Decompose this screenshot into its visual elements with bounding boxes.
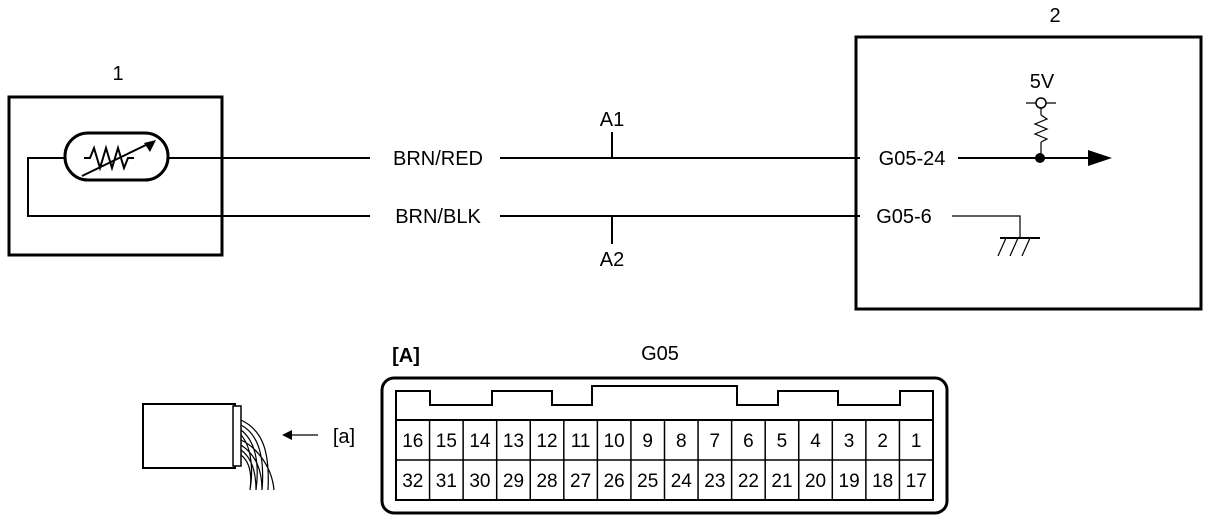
pin-number: 25 xyxy=(637,471,658,492)
pin-number: 10 xyxy=(604,431,625,452)
pin-number: 30 xyxy=(469,471,490,492)
pin-number: 3 xyxy=(844,431,855,452)
pin-number: 12 xyxy=(536,431,557,452)
pin-number: 28 xyxy=(536,471,557,492)
pin-number: 2 xyxy=(877,431,888,452)
sensor-number: 1 xyxy=(112,63,123,85)
pin-number: 9 xyxy=(642,431,653,452)
pin-number: 32 xyxy=(402,471,423,492)
ecm-box xyxy=(854,35,1203,311)
view-direction-label: [a] xyxy=(333,426,355,448)
pin-number: 4 xyxy=(810,431,821,452)
ground-icon xyxy=(952,215,1040,257)
sensor-box xyxy=(7,95,224,257)
view-arrow-icon xyxy=(282,430,292,440)
test-point-a1-label: A1 xyxy=(600,109,624,131)
sensor-ground-loop xyxy=(27,157,222,217)
connector-key-outline xyxy=(395,385,934,420)
pull-up-resistor xyxy=(1026,97,1056,158)
view-label: [A] xyxy=(392,345,420,367)
thermistor-symbol xyxy=(63,131,170,182)
pin-number: 16 xyxy=(402,431,423,452)
pin-number: 17 xyxy=(906,471,927,492)
junction-dot xyxy=(1035,153,1045,163)
test-point-a2-label: A2 xyxy=(600,249,624,271)
pin-number: 21 xyxy=(771,471,792,492)
pin-number: 15 xyxy=(436,431,457,452)
wire-brn-blk-label: BRN/BLK xyxy=(395,206,481,228)
terminal-g05-6-label: G05-6 xyxy=(876,206,932,228)
pin-number: 5 xyxy=(777,431,788,452)
pin-number: 27 xyxy=(570,471,591,492)
pin-number: 29 xyxy=(503,471,524,492)
pin-number: 7 xyxy=(710,431,721,452)
wire-brn-red-label: BRN/RED xyxy=(393,148,483,170)
pin-number: 6 xyxy=(743,431,754,452)
pin-number: 20 xyxy=(805,471,826,492)
pin-number: 31 xyxy=(436,471,457,492)
connector-id-label: G05 xyxy=(641,343,679,365)
pin-number: 26 xyxy=(604,471,625,492)
pin-number: 8 xyxy=(676,431,687,452)
pin-number: 19 xyxy=(839,471,860,492)
supply-voltage-label: 5V xyxy=(1030,71,1055,93)
pin-number: 1 xyxy=(911,431,922,452)
terminal-g05-24-label: G05-24 xyxy=(879,148,946,170)
pin-number: 23 xyxy=(704,471,725,492)
harness-connector-icon xyxy=(142,403,275,491)
signal-arrow-icon xyxy=(1088,150,1112,166)
pin-number: 22 xyxy=(738,471,759,492)
ecm-number: 2 xyxy=(1049,5,1060,27)
pin-number: 13 xyxy=(503,431,524,452)
pin-number: 11 xyxy=(571,431,591,452)
pin-number: 24 xyxy=(671,471,693,492)
pin-number: 14 xyxy=(469,431,491,452)
connector-housing xyxy=(380,376,949,515)
pin-number: 18 xyxy=(872,471,893,492)
